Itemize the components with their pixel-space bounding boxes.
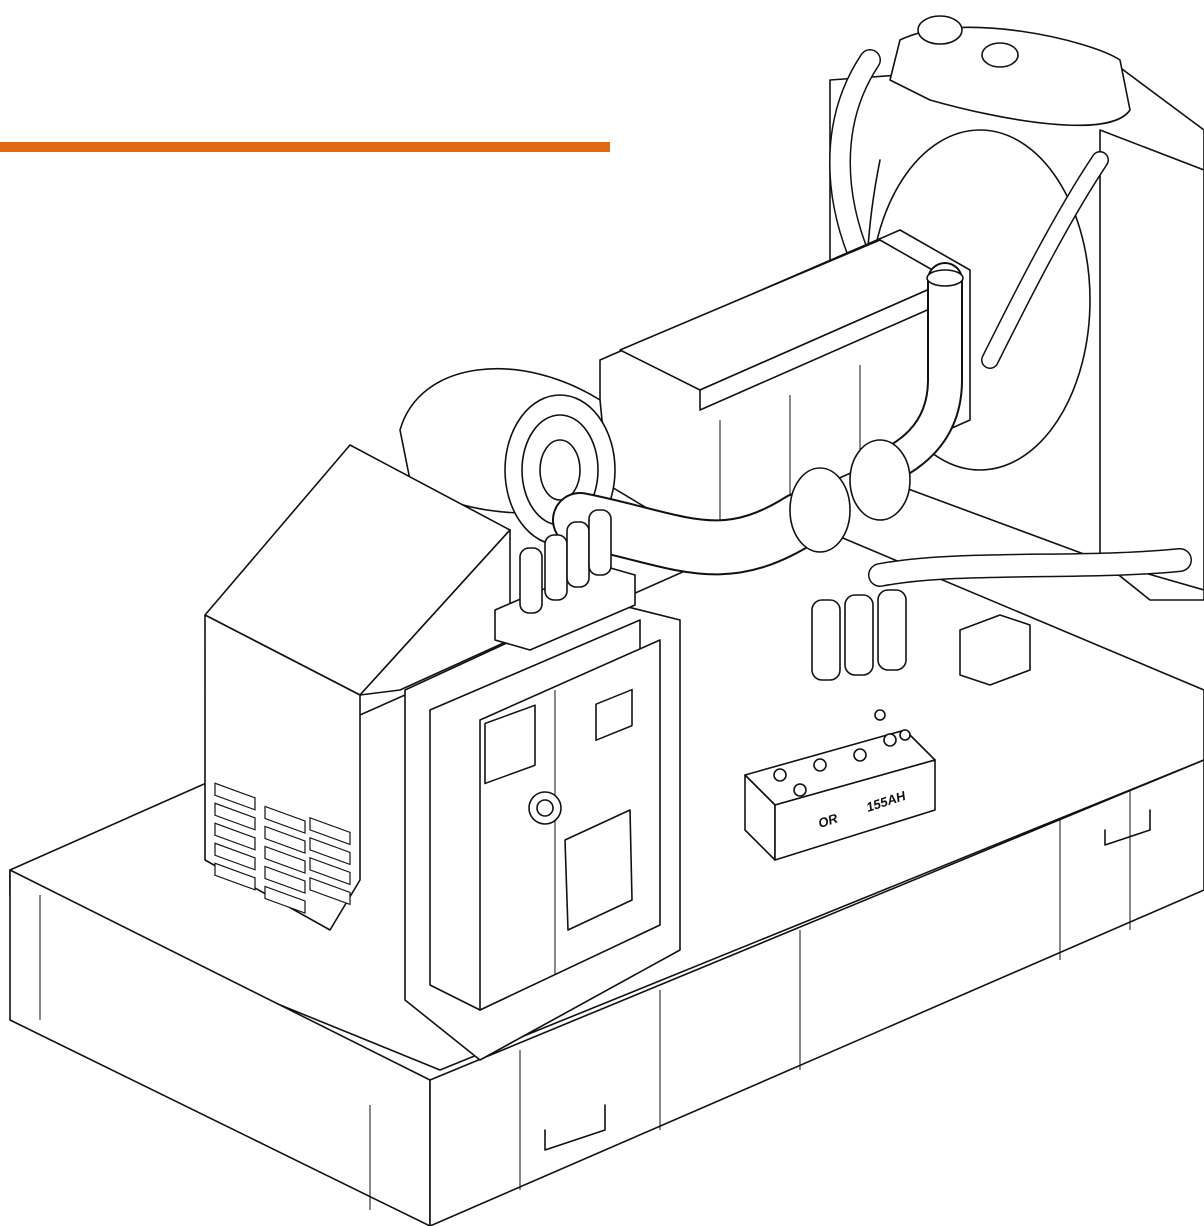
accent-bar (0, 142, 610, 152)
engine-block (599, 229, 971, 541)
alternator-vents (214, 782, 351, 914)
fuel-filters (811, 589, 907, 681)
emergency-stop-button[interactable] (528, 791, 562, 825)
battery: OR 155AH (744, 709, 936, 861)
exhaust-piping (552, 262, 964, 576)
control-panel (404, 599, 681, 1061)
engine-mount (959, 614, 1031, 686)
expansion-tank (889, 15, 1131, 126)
alternator (204, 444, 511, 931)
battery-label-left: OR (816, 810, 840, 830)
coolant-hoses (829, 49, 1192, 587)
cable-glands (494, 509, 636, 651)
